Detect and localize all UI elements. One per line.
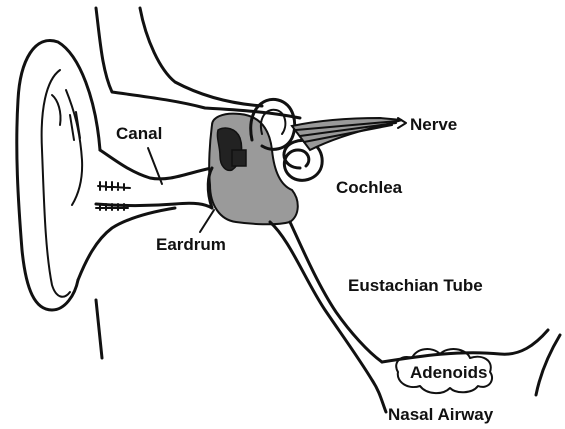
leader-nerve-arrow bbox=[398, 118, 406, 128]
ear-canal-hair-lower bbox=[96, 204, 128, 210]
label-nasal-airway: Nasal Airway bbox=[388, 405, 494, 424]
ear-canal-hair-upper bbox=[98, 182, 130, 190]
pinna-antihelix bbox=[66, 90, 82, 205]
nasal-airway-right bbox=[536, 335, 560, 395]
label-eardrum: Eardrum bbox=[156, 235, 226, 254]
label-adenoids: Adenoids bbox=[410, 363, 487, 382]
pinna-inner-fold bbox=[52, 95, 61, 125]
label-cochlea: Cochlea bbox=[336, 178, 403, 197]
label-canal: Canal bbox=[116, 124, 162, 143]
skull-inner-curve bbox=[140, 8, 262, 106]
leader-eardrum bbox=[200, 210, 214, 232]
neck-line bbox=[96, 300, 102, 358]
label-nerve: Nerve bbox=[410, 115, 457, 134]
eustachian-tube-left bbox=[270, 222, 386, 412]
pinna-outer bbox=[17, 41, 100, 310]
skull-outline bbox=[96, 8, 300, 118]
pinna-helix bbox=[42, 70, 70, 297]
ear-canal-top bbox=[100, 150, 212, 179]
label-eustachian-tube: Eustachian Tube bbox=[348, 276, 483, 295]
stapes bbox=[232, 150, 246, 166]
